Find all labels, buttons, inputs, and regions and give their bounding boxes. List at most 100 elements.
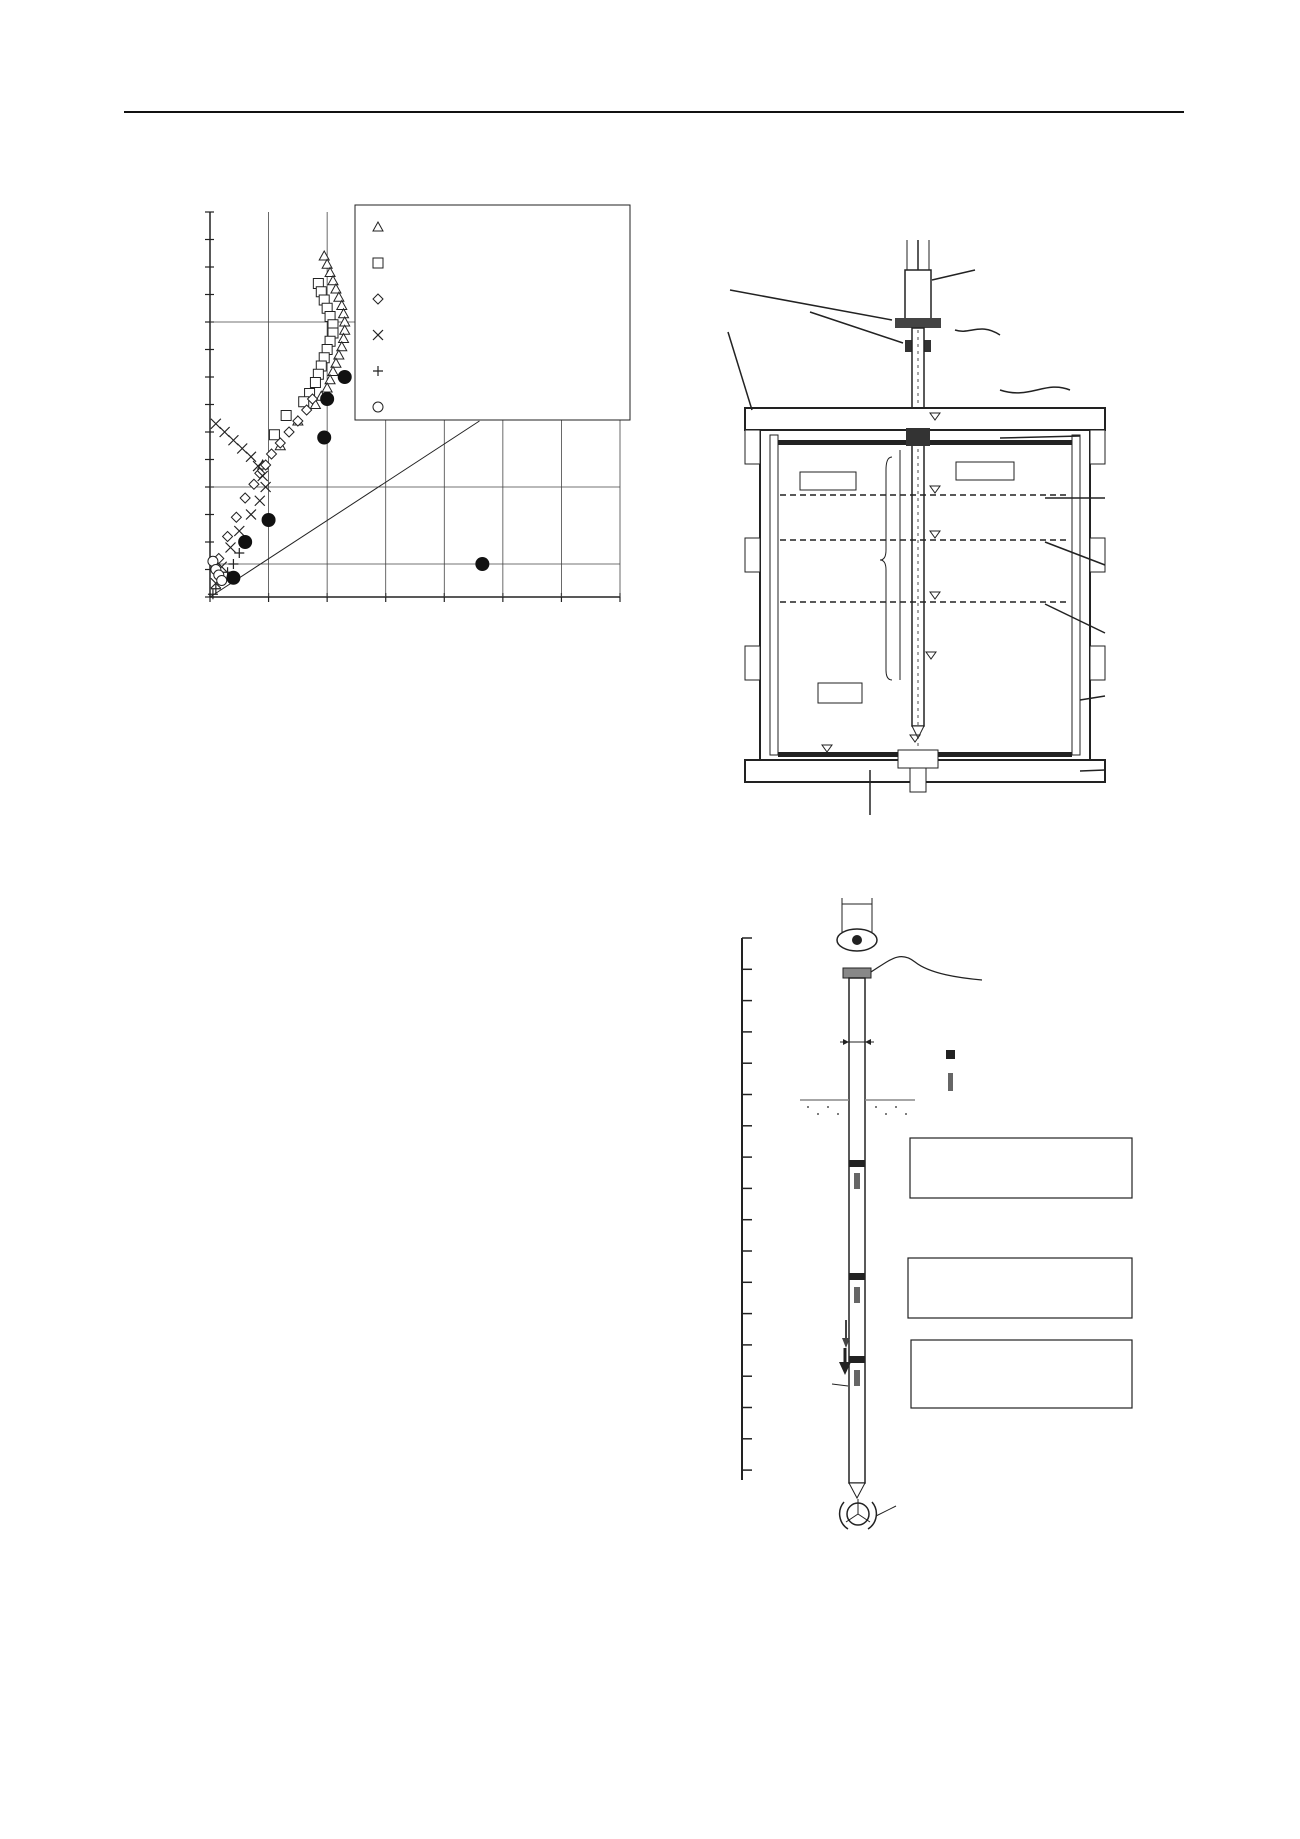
legend-load-cell-symbol	[946, 1050, 955, 1059]
data-point	[338, 324, 351, 335]
data-point	[333, 348, 345, 360]
base-outlet	[897, 749, 939, 769]
stress-sensor-1	[854, 1173, 860, 1189]
data-point	[335, 299, 348, 310]
force-gauge	[895, 318, 941, 328]
level-marker-bottom	[821, 744, 833, 753]
data-point	[337, 370, 352, 384]
level-marker-pile-tip	[925, 651, 937, 660]
data-point	[337, 332, 350, 343]
data-point	[216, 575, 228, 586]
annotation-box-3	[910, 1339, 1133, 1409]
data-point	[219, 426, 231, 438]
temperature-box	[817, 682, 863, 704]
width-arrow-left-head	[843, 1039, 849, 1045]
data-point	[245, 509, 257, 520]
level-marker-base	[909, 734, 921, 743]
pile-head	[842, 967, 872, 979]
series-cross	[210, 418, 272, 589]
data-point	[245, 451, 257, 463]
cable-output	[870, 956, 983, 981]
scatter-chart	[205, 204, 631, 602]
left-bracket-1	[744, 429, 761, 465]
data-point	[327, 365, 339, 376]
data-point	[248, 478, 260, 490]
pile-tip-cone	[848, 1482, 866, 1500]
section-pointer	[875, 1505, 897, 1517]
load-cell-2	[849, 1273, 865, 1280]
data-point	[238, 535, 253, 549]
left-wall-inner	[769, 434, 779, 756]
data-point	[228, 559, 239, 569]
series-filled-circle	[226, 370, 490, 585]
level-marker-top-plate	[929, 412, 941, 421]
data-point	[335, 340, 348, 352]
data-point	[268, 429, 280, 441]
data-point	[221, 530, 234, 543]
steel-collar	[906, 428, 930, 446]
data-point	[210, 418, 222, 430]
top-plate	[744, 407, 1106, 431]
data-point	[261, 513, 276, 527]
data-point	[292, 415, 304, 427]
reference-line	[209, 420, 480, 598]
legend-marker-plus	[373, 366, 383, 376]
data-point	[236, 443, 248, 454]
data-point	[207, 589, 218, 600]
left-bracket-2	[744, 537, 761, 573]
penetration-brace	[879, 456, 893, 681]
right-bracket-3	[1089, 645, 1106, 681]
section-radial-2	[845, 1513, 859, 1523]
data-point	[333, 291, 345, 302]
section-radial-3	[857, 1513, 871, 1523]
data-point	[300, 404, 313, 416]
annotation-box-2	[907, 1257, 1133, 1319]
page-header-rule	[124, 111, 1184, 113]
base-outlet-stem	[909, 767, 927, 793]
data-point	[257, 470, 269, 482]
data-point	[265, 448, 278, 460]
data-point	[274, 437, 286, 449]
pile-section-core	[852, 935, 862, 945]
annotation-box-1	[909, 1137, 1133, 1199]
data-point	[259, 459, 272, 471]
pile-body	[848, 977, 866, 1484]
data-point	[225, 542, 236, 553]
data-point	[324, 266, 336, 277]
chart-marks	[207, 249, 490, 600]
data-point	[283, 426, 295, 438]
data-point	[226, 570, 241, 585]
data-point	[234, 548, 245, 558]
instrumented-pile-diagram	[741, 898, 1133, 1530]
data-point	[318, 249, 331, 261]
radial-arrow	[831, 1383, 849, 1387]
section-arc-left	[838, 1501, 849, 1530]
data-point	[321, 381, 333, 393]
legend-marker-circle	[372, 401, 384, 413]
data-point	[280, 410, 292, 421]
data-point	[298, 396, 310, 408]
load-cell-1	[849, 1160, 865, 1167]
data-point	[320, 392, 335, 406]
data-point	[252, 460, 264, 472]
legend-box	[354, 204, 631, 421]
data-point	[330, 357, 342, 368]
legend-marker-triangle	[372, 220, 384, 232]
series-diamond	[213, 393, 319, 565]
load-cell-3	[849, 1356, 865, 1363]
pile-tip	[911, 725, 925, 740]
series-circle	[207, 555, 228, 586]
level-marker-top-sensor	[929, 485, 941, 494]
data-point	[306, 393, 319, 405]
data-point	[330, 282, 342, 294]
pvc-disc-box	[799, 471, 857, 491]
left-bracket-3	[744, 645, 761, 681]
legend-marker-cross	[372, 329, 384, 341]
level-marker-middle-sensor	[929, 530, 941, 539]
legend-marker-square	[372, 257, 384, 269]
legend-stress-sensor-symbol	[948, 1073, 953, 1091]
leader-lines	[727, 269, 1106, 815]
stress-sensor-3	[854, 1370, 860, 1386]
penetration-arrow	[839, 1362, 851, 1375]
level-marker-bottom-sensor	[929, 591, 941, 600]
